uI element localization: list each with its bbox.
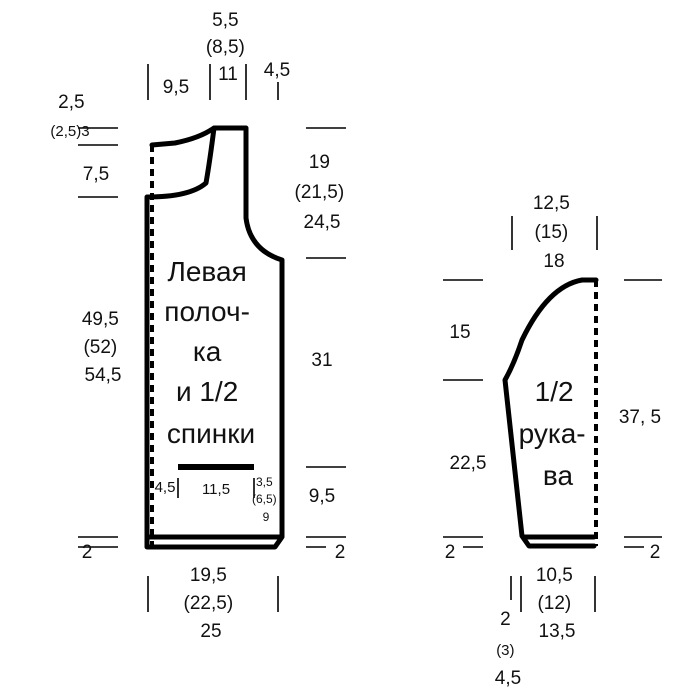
right-hem-text: 2 <box>335 542 346 563</box>
left-piece: Левая полоч- ка и 1/2 спинки 9,5 5,5 (8,… <box>50 10 350 642</box>
left-label-line: ка <box>193 336 222 367</box>
side-height-text: 31 <box>311 350 332 371</box>
left-label-line: полоч- <box>164 296 250 327</box>
shoulder-width-text: 4,5 <box>264 60 290 81</box>
pocket-right-text: 3,5 (6,5) 9 <box>252 475 280 524</box>
sleeve-label: 1/2 рука- ва <box>519 376 594 491</box>
neck-depth-top-text: 2,5 (2,5)3 <box>50 92 89 140</box>
total-height-text: 49,5 (52) 54,5 <box>82 309 124 386</box>
pocket-width-text: 11,5 <box>202 481 230 498</box>
sleeve-left-hem-text: 2 <box>445 542 456 563</box>
sleeve-right-hem-text: 2 <box>650 542 661 563</box>
neck-width-text: 5,5 (8,5) 11 <box>206 10 250 85</box>
sleeve-outline <box>502 277 599 549</box>
neck-depth-text: 7,5 <box>83 164 109 185</box>
sleeve-total-height-text: 37, 5 <box>619 407 661 428</box>
left-label-line: и 1/2 <box>176 376 238 407</box>
right-piece: 1/2 рука- ва 12,5 (15) 18 15 22,5 2 37, … <box>443 193 662 689</box>
left-piece-outline <box>144 125 285 550</box>
armhole-text: 19 (21,5) 24,5 <box>295 152 350 233</box>
left-hem-text: 2 <box>82 542 93 563</box>
left-label-line: спинки <box>167 418 255 449</box>
sleeve-bottom-offset-text: 2 (3) 4,5 <box>495 609 521 689</box>
top-width-text: 9,5 <box>163 77 189 98</box>
pocket-left-text: 4,5 <box>155 479 176 496</box>
sleeve-top-width-text: 12,5 (15) 18 <box>533 193 575 272</box>
cap-height-text: 15 <box>449 322 470 343</box>
left-label-line: Левая <box>167 256 246 287</box>
bottom-width-text: 19,5 (22,5) 25 <box>184 565 239 642</box>
lower-height-text: 22,5 <box>450 453 487 474</box>
pocket-bar <box>178 464 254 470</box>
sleeve-bottom-width-text: 10,5 (12) 13,5 <box>536 565 578 642</box>
pocket-height-text: 9,5 <box>309 486 335 507</box>
left-piece-label: Левая полоч- ка и 1/2 спинки <box>164 256 257 449</box>
